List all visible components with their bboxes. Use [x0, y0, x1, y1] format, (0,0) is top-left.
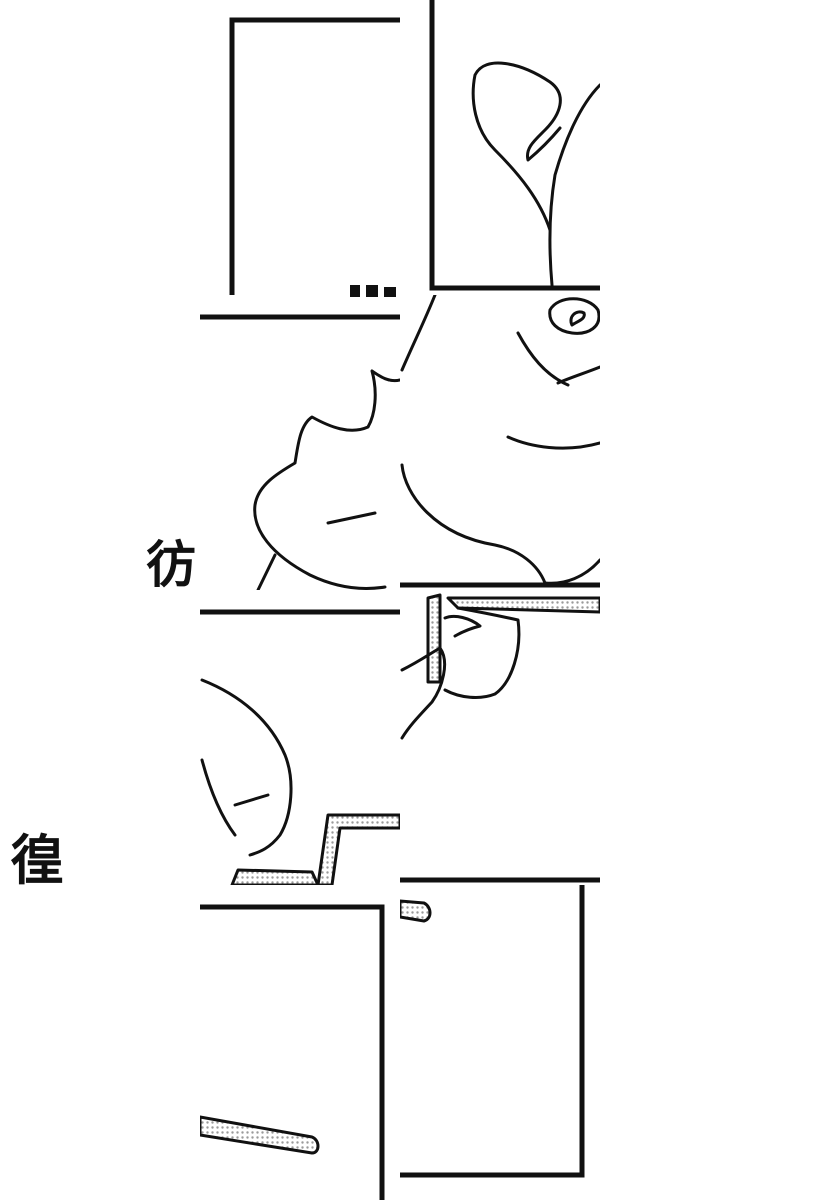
strap-drawing — [200, 904, 385, 1200]
caption-wandering-1: 彷 — [146, 536, 196, 594]
tile-panel-frame-bottom-right — [400, 885, 600, 1200]
face-drawing — [400, 295, 600, 588]
caption-wandering-2: 徨 — [10, 829, 64, 892]
text-fragment — [350, 285, 396, 297]
tile-face-panel — [400, 295, 600, 590]
body-drawing — [200, 609, 400, 885]
tile-ear-panel — [400, 0, 600, 295]
shoulder-drawing — [200, 314, 400, 590]
panel-border — [400, 885, 585, 1178]
tile-shoulder-panel — [200, 295, 400, 590]
tile-strap-panel — [200, 885, 400, 1200]
ear-drawing — [429, 0, 600, 291]
hand-drawing — [400, 593, 600, 883]
tile-panel-frame-top-left — [200, 0, 400, 295]
panel-border — [229, 17, 400, 295]
tile-body-panel — [200, 590, 400, 885]
tile-hand-panel — [400, 590, 600, 885]
